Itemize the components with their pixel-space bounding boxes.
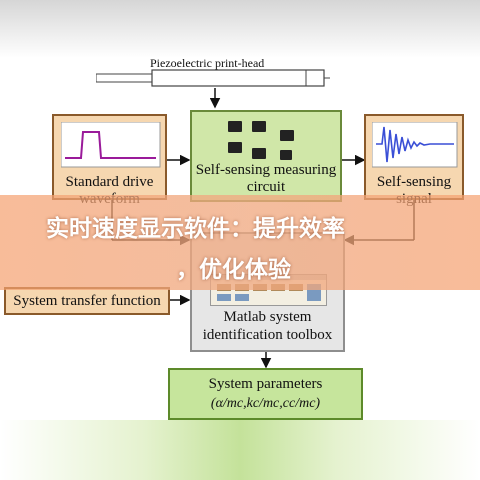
system-parameters-box: System parameters (α/mc,kc/mc,cc/mc) [168, 368, 363, 420]
signal-waveform-plot [372, 122, 458, 168]
bottom-gradient-band [0, 420, 480, 480]
system-transfer-label: System transfer function [13, 293, 161, 309]
matlab-toolbox-label: Matlab system identification toolbox [192, 308, 343, 344]
matlab-toolbox-line2: identification toolbox [202, 327, 333, 343]
overlay-title-line1: 实时速度显示软件：提升效率 [46, 216, 345, 242]
self-sensing-circuit-label: Self-sensing measuring circuit [195, 162, 337, 195]
self-sensing-circuit-box: Self-sensing measuring circuit [190, 110, 342, 202]
system-parameters-formula: (α/mc,kc/mc,cc/mc) [210, 396, 321, 411]
printhead-label: Piezoelectric print-head [150, 56, 265, 70]
printhead-illustration [95, 69, 330, 87]
title-overlay-band: 实时速度显示软件：提升效率 ，优化体验 [0, 195, 480, 290]
self-sensing-signal-box: Self-sensing signal [364, 114, 464, 207]
standard-drive-box: Standard drive waveform [52, 114, 167, 207]
system-parameters-title: System parameters [208, 376, 323, 392]
top-gradient-band [0, 0, 480, 58]
drive-waveform-plot [61, 122, 161, 168]
system-transfer-box: System transfer function [4, 287, 170, 315]
overlay-title-line2: ，优化体验 [176, 257, 291, 283]
chip-icons [228, 121, 294, 160]
matlab-toolbox-line1: Matlab system [223, 309, 312, 325]
